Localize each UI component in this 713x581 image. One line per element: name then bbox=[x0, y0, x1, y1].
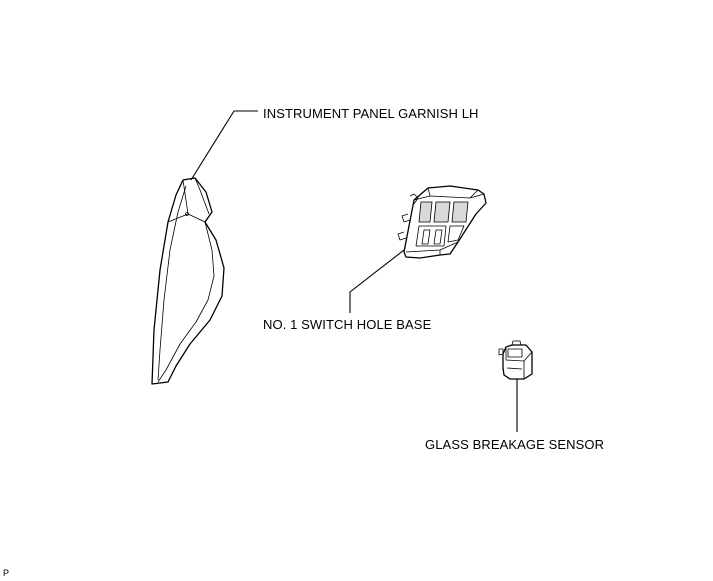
switch-hole-base-drawing bbox=[397, 185, 487, 259]
glass-breakage-sensor-drawing bbox=[498, 340, 533, 380]
instrument-panel-garnish-drawing bbox=[151, 177, 225, 385]
instrument-panel-garnish-label: INSTRUMENT PANEL GARNISH LH bbox=[263, 106, 479, 121]
switch-hole-base-label: NO. 1 SWITCH HOLE BASE bbox=[263, 317, 432, 332]
garnish-leader-line bbox=[190, 110, 258, 181]
switch-hole-base-leader-line bbox=[349, 249, 405, 313]
glass-breakage-sensor-label: GLASS BREAKAGE SENSOR bbox=[425, 437, 605, 452]
corner-mark: P bbox=[3, 568, 10, 578]
